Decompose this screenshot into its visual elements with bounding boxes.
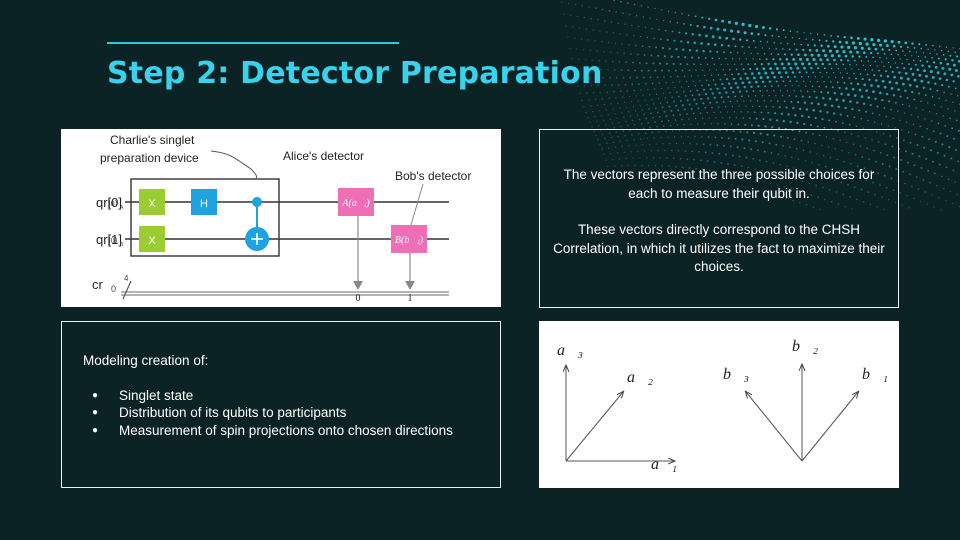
qubit1-state: |0⟩ xyxy=(109,236,118,245)
measurement-vectors-diagram: a⃗₃ a⃗₂ a⃗₁ b⃗₂ b⃗₃ b⃗₁ xyxy=(557,338,888,473)
alice-label: Alice's detector xyxy=(283,149,364,163)
circuit-panel: qr[0] |0⟩ A qr[1] |0⟩ B cr 0 4 Charlie's… xyxy=(61,129,501,307)
vector-b1-label: b⃗₁ xyxy=(862,366,888,383)
qubit1-sub: B xyxy=(120,242,124,248)
creg-width: 4 xyxy=(124,274,129,283)
description-para-1: The vectors represent the three possible… xyxy=(563,167,875,201)
description-box: The vectors represent the three possible… xyxy=(539,129,899,308)
charlie-label-line2: preparation device xyxy=(100,151,199,165)
meas-alice: 0 xyxy=(356,293,361,304)
bob-label: Bob's detector xyxy=(395,169,471,183)
vector-a1-label: a⃗₁ xyxy=(651,456,677,473)
qubit0-state: |0⟩ xyxy=(109,199,118,208)
qubit1-label: qr[1] xyxy=(96,232,122,247)
vector-b2-label: b⃗₂ xyxy=(792,338,818,355)
meas-bob: 1 xyxy=(408,293,413,304)
modeling-heading: Modeling creation of: xyxy=(83,353,209,368)
vector-a3-label: a⃗₃ xyxy=(557,342,583,359)
quantum-circuit-diagram: qr[0] |0⟩ A qr[1] |0⟩ B cr 0 4 Charlie's… xyxy=(92,133,471,304)
description-para-2: These vectors directly correspond to the… xyxy=(553,222,885,274)
title-rule xyxy=(107,42,399,44)
qubit0-label: qr[0] xyxy=(96,195,122,210)
gate-bob: B(b⃗ⱼ) xyxy=(395,235,424,246)
vectors-panel: a⃗₃ a⃗₂ a⃗₁ b⃗₂ b⃗₃ b⃗₁ xyxy=(539,321,899,488)
qubit0-sub: A xyxy=(120,205,124,211)
list-item: Distribution of its qubits to participan… xyxy=(83,404,480,422)
creg-label: cr xyxy=(92,277,104,292)
charlie-label-line1: Charlie's singlet xyxy=(110,133,195,147)
modeling-list: Singlet state Distribution of its qubits… xyxy=(83,387,480,440)
list-item: Singlet state xyxy=(83,387,480,405)
gate-h: H xyxy=(200,198,208,210)
gate-x1: X xyxy=(148,198,156,210)
gate-x2: X xyxy=(148,235,156,247)
modeling-box: Modeling creation of: Singlet state Dist… xyxy=(61,321,501,488)
list-item: Measurement of spin projections onto cho… xyxy=(83,422,480,440)
creg-init: 0 xyxy=(111,284,116,294)
gate-alice: A(a⃗ᵢ) xyxy=(341,198,370,209)
slide-title: Step 2: Detector Preparation xyxy=(107,56,603,91)
vector-b3-label: b⃗₃ xyxy=(723,366,749,383)
vector-a2-label: a⃗₂ xyxy=(627,369,653,386)
